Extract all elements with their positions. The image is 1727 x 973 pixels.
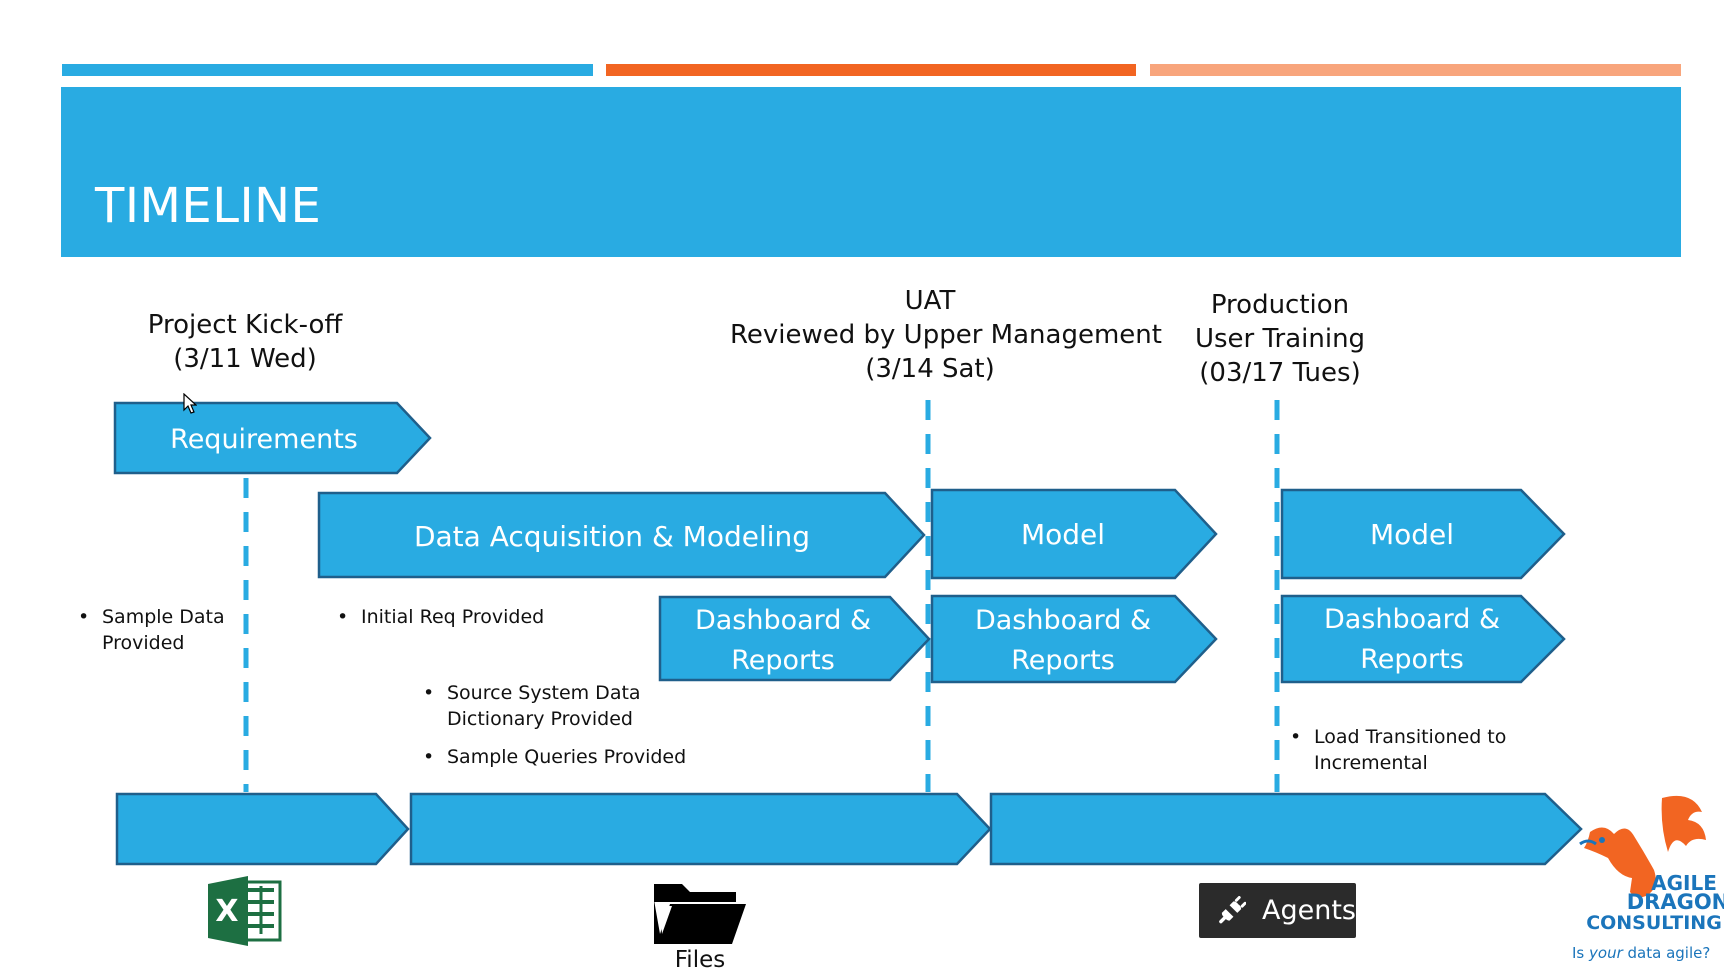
files-label: Files <box>674 947 726 973</box>
agile-dragon-logo: AGILE DRAGON CONSULTING <box>1579 795 1724 934</box>
arrow-dashboard-uat-label-1: Dashboard & <box>975 605 1151 636</box>
arrow-model-uat-label: Model <box>1021 518 1105 551</box>
milestone-kickoff-line-1: Project Kick-off <box>147 310 343 340</box>
arrow-dashboard-prod: Dashboard & Reports <box>1280 594 1566 684</box>
note-sample-data-item: Sample Data Provided <box>76 604 256 656</box>
milestone-uat-line-3: (3/14 Sat) <box>865 354 995 384</box>
arrow-model-prod-label: Model <box>1370 518 1454 551</box>
arrow-model-prod: Model <box>1280 488 1566 580</box>
arrow-model-uat: Model <box>930 488 1218 580</box>
arrow-data-acquisition: Data Acquisition & Modeling <box>317 491 926 579</box>
milestone-production-line-2: User Training <box>1194 324 1366 354</box>
note-sample-data: Sample Data Provided <box>76 604 256 668</box>
arrow-requirements-label: Requirements <box>170 424 358 455</box>
agents-badge: Agents <box>1199 883 1356 938</box>
mouse-cursor-icon <box>183 393 197 414</box>
note-source-system-item: Source System Data Dictionary Provided <box>421 680 691 732</box>
tagline-em: your <box>1589 944 1623 962</box>
milestone-uat: UAT Reviewed by Upper Management (3/14 S… <box>730 284 1162 386</box>
bottom-arrow-1 <box>115 792 410 866</box>
milestone-uat-line-1: UAT <box>904 286 956 316</box>
milestone-production-line-3: (03/17 Tues) <box>1199 358 1361 388</box>
arrow-dashboard-1-label-1: Dashboard & <box>695 605 871 636</box>
arrow-dashboard-prod-label-2: Reports <box>1360 644 1464 675</box>
title-band <box>61 87 1681 257</box>
note-load-transition: Load Transitioned to Incremental <box>1288 724 1528 788</box>
logo-tagline: Is your data agile? <box>1572 944 1710 962</box>
excel-icon: X <box>208 876 282 946</box>
note-sample-queries-item: Sample Queries Provided <box>421 744 691 770</box>
milestone-kickoff: Project Kick-off (3/11 Wed) <box>110 308 380 376</box>
milestone-production: Production User Training (03/17 Tues) <box>1180 288 1380 390</box>
agents-label: Agents <box>1262 895 1356 926</box>
milestone-kickoff-line-2: (3/11 Wed) <box>173 344 317 374</box>
tagline-pre: Is <box>1572 944 1590 962</box>
bottom-arrow-2 <box>409 792 992 866</box>
accent-bar-orange <box>606 64 1136 76</box>
arrow-dashboard-uat: Dashboard & Reports <box>930 594 1218 684</box>
logo-line-2: DRAGON <box>1627 890 1724 914</box>
note-initial-req: Initial Req Provided <box>335 604 575 642</box>
tagline-post: data agile? <box>1622 944 1711 962</box>
accent-bar-peach <box>1150 64 1681 76</box>
bottom-arrow-3 <box>989 792 1583 866</box>
milestone-production-line-1: Production <box>1210 290 1350 320</box>
arrow-dashboard-1-label-2: Reports <box>731 645 835 676</box>
slide-title: TIMELINE <box>95 178 322 234</box>
logo-line-1: AGILE <box>1651 871 1717 895</box>
svg-text:X: X <box>215 894 238 929</box>
arrow-dashboard-prod-label-1: Dashboard & <box>1324 604 1500 635</box>
note-source-system: Source System Data Dictionary Provided S… <box>421 680 691 782</box>
arrow-dashboard-uat-label-2: Reports <box>1011 645 1115 676</box>
arrow-data-acquisition-label: Data Acquisition & Modeling <box>414 520 810 553</box>
arrow-dashboard-1: Dashboard & Reports <box>658 595 931 682</box>
logo-line-3: CONSULTING <box>1586 912 1722 934</box>
note-initial-req-item: Initial Req Provided <box>335 604 575 630</box>
milestone-uat-line-2: Reviewed by Upper Management <box>730 320 1162 350</box>
accent-bar-blue <box>62 64 593 76</box>
plug-icon <box>1219 895 1246 923</box>
note-load-transition-item: Load Transitioned to Incremental <box>1288 724 1528 776</box>
folder-icon <box>654 884 746 944</box>
arrow-requirements: Requirements <box>113 401 432 475</box>
